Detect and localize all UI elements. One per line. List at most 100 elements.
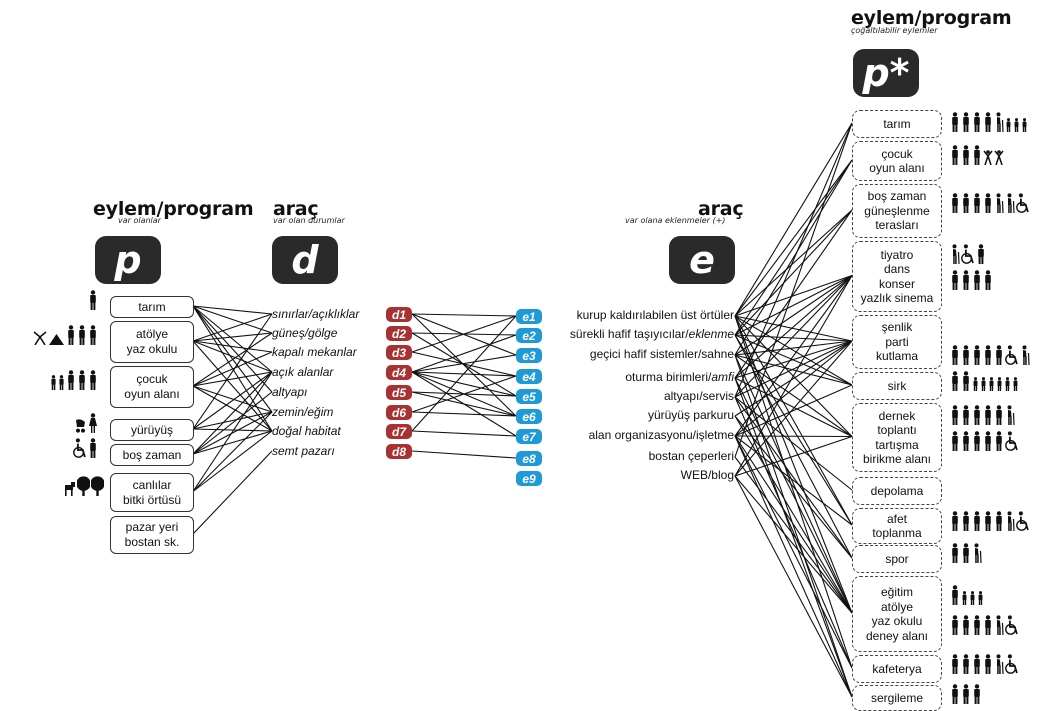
person-icon: [972, 270, 982, 295]
elder-icon: [972, 543, 982, 568]
connector-line: [734, 435, 853, 669]
connector-line: [192, 371, 273, 387]
connector-line: [192, 428, 273, 432]
e-addition-italic: eklenme: [688, 327, 734, 341]
p-program-label: atölye yaz okulu: [126, 327, 178, 356]
connector-line: [192, 371, 273, 492]
connector-line: [192, 411, 273, 455]
e-addition-text: WEB/blog: [680, 468, 734, 482]
ps-program-box[interactable]: afet toplanma: [852, 508, 942, 544]
person-icon: [976, 244, 986, 269]
connector-line: [192, 305, 273, 373]
ps-user-icons: [950, 405, 1015, 430]
p-user-icons: [33, 325, 98, 350]
connector-line: [411, 334, 517, 373]
person-icon: [994, 431, 1004, 456]
connector-line: [734, 209, 853, 317]
p-program-box[interactable]: pazar yeri bostan sk.: [110, 516, 194, 554]
person-icon: [972, 112, 982, 137]
d-condition-label: altyapı: [272, 385, 308, 399]
connector-line: [734, 274, 853, 317]
person-icon: [961, 684, 971, 709]
person-icon: [961, 193, 971, 218]
ps-user-icons: [950, 112, 1028, 137]
person-icon: [994, 405, 1004, 430]
connector-line: [734, 275, 853, 356]
person-icon: [983, 405, 993, 430]
p-program-box[interactable]: yürüyüş: [110, 419, 194, 441]
connector-line: [734, 315, 853, 614]
connector-line: [192, 305, 273, 334]
wheelchair-icon: [1005, 345, 1019, 370]
wheelchair-icon: [1005, 615, 1019, 640]
person-icon: [950, 270, 960, 295]
small-icon: [961, 591, 968, 610]
connector-line: [734, 340, 853, 477]
ps-program-label: tiyatro dans konser yazlık sinema: [860, 247, 934, 306]
connector-line: [411, 354, 517, 373]
p-program-box[interactable]: tarım: [110, 296, 194, 318]
e-addition-label: oturma birimleri/amfi: [625, 370, 734, 384]
p-user-icons: [88, 290, 98, 315]
woman-icon: [88, 413, 98, 438]
connector-line: [734, 275, 853, 336]
ps-program-label: kafeterya: [872, 661, 922, 676]
ps-program-box[interactable]: dernek toplantı tartışma birikme alanı: [852, 403, 942, 472]
p-program-box[interactable]: boş zaman: [110, 444, 194, 466]
connector-line: [411, 430, 517, 437]
d-condition-label: zemin/eğim: [272, 405, 334, 419]
person-icon: [983, 345, 993, 370]
connector-line: [411, 313, 517, 317]
p-program-box[interactable]: canlılar bitki örtüsü: [110, 473, 194, 512]
p-program-label: canlılar bitki örtüsü: [122, 477, 182, 507]
ps-program-label: tarım: [883, 116, 911, 131]
person-icon: [950, 684, 960, 709]
person-icon: [983, 270, 993, 295]
ps-program-box[interactable]: sergileme: [852, 685, 942, 711]
ps-program-box[interactable]: boş zaman güneşlenme terasları: [852, 184, 942, 238]
e-code-badge: e3: [516, 348, 542, 363]
person-icon: [961, 654, 971, 679]
ps-program-box[interactable]: sirk: [852, 372, 942, 400]
connector-line: [734, 340, 853, 437]
ps-user-icons: [950, 145, 1004, 170]
p-program-label: yürüyüş: [130, 422, 174, 437]
p-user-icons: [50, 370, 98, 395]
ps-program-box[interactable]: şenlik parti kutlama: [852, 315, 942, 369]
ps-program-box[interactable]: tiyatro dans konser yazlık sinema: [852, 241, 942, 312]
connector-line: [192, 371, 273, 430]
ps-program-box[interactable]: çocuk oyun alanı: [852, 141, 942, 181]
e-badge: e: [669, 236, 735, 284]
small-icon: [969, 591, 976, 610]
connector-line: [192, 313, 273, 342]
connector-line: [734, 275, 853, 437]
elder-icon: [950, 244, 960, 269]
ps-program-box[interactable]: depolama: [852, 477, 942, 505]
small-icon: [977, 591, 984, 610]
ps-program-label: boş zaman güneşlenme terasları: [864, 189, 930, 233]
ps-program-box[interactable]: spor: [852, 545, 942, 573]
person-icon: [950, 615, 960, 640]
ps-user-icons: [950, 371, 1019, 396]
p-program-box[interactable]: çocuk oyun alanı: [110, 366, 194, 408]
person-icon: [77, 370, 87, 395]
connector-line: [734, 456, 853, 614]
ps-program-box[interactable]: eğitim atölye yaz okulu deney alanı: [852, 576, 942, 652]
p-user-icons: [63, 475, 105, 501]
d-header-title: araç: [273, 198, 319, 220]
p-badge: p: [95, 236, 161, 284]
person-icon: [950, 112, 960, 137]
e-code-badge: e4: [516, 369, 542, 384]
ps-program-box[interactable]: tarım: [852, 110, 942, 138]
ps-program-box[interactable]: kafeterya: [852, 655, 942, 683]
connector-line: [734, 315, 853, 342]
ps-user-icons: [950, 654, 1019, 679]
p-user-icons: [74, 413, 98, 438]
ps-user-icons: [950, 684, 982, 709]
connector-line: [192, 385, 273, 432]
person-icon: [950, 654, 960, 679]
p-program-box[interactable]: atölye yaz okulu: [110, 321, 194, 363]
ps-program-label: spor: [885, 551, 909, 566]
e-addition-text: altyapı/servis: [663, 389, 734, 403]
small-icon: [1013, 118, 1020, 137]
